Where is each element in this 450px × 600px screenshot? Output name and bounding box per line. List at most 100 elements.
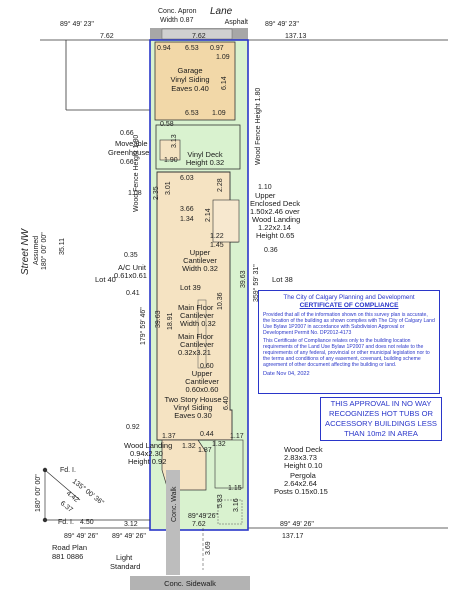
lane-label: Lane [210, 6, 233, 17]
lot-40: Lot 40 [95, 275, 116, 284]
dim-west-total: 35.11 [59, 238, 66, 255]
apron-line2: Width 0.87 [160, 17, 194, 24]
dim-front-b: 0.44 [200, 431, 214, 438]
upper-cant-2-l2: Cantilever [185, 377, 219, 386]
dim-bottom-width: 7.62 [192, 521, 206, 528]
offset-066b: 0.66 [120, 159, 134, 166]
dim-house-b: 10.36 [217, 292, 224, 310]
greenhouse [159, 139, 181, 161]
approval-notice: THIS APPROVAL IN NO WAY RECOGNIZES HOT T… [320, 397, 442, 441]
lot-38: Lot 38 [272, 275, 293, 284]
wood-deck-label-2: 2.83x3.73 [284, 453, 317, 462]
certificate-of-compliance: The City of Calgary Planning and Develop… [258, 290, 440, 394]
main-floor-cantilever [197, 299, 207, 369]
landing-label-1: Wood Landing [124, 441, 172, 450]
conc-sidewalk [130, 576, 250, 590]
vinyl-deck-label-2: Height 0.32 [186, 158, 224, 167]
cert-para-2: This Certificate of Compliance relates o… [263, 337, 430, 369]
bearing-bottom-right: 89° 49' 26" [280, 520, 314, 528]
main-cant-2-l1: Main Floor [178, 332, 214, 341]
dim-front-d: 1.87 [198, 447, 212, 454]
dim-front-e: 1.32 [212, 441, 226, 448]
dim-cant-c: 2.14 [205, 208, 212, 222]
dim-deck-width: 1.90 [164, 157, 178, 164]
apron-line1: Conc. Apron [158, 8, 197, 15]
asphalt-label: Asphalt [225, 19, 248, 26]
house-label-2: Vinyl Siding [173, 403, 212, 412]
dim-wall-c: 2.28 [217, 178, 224, 192]
dim-bottom-left: 3.12 [124, 521, 138, 528]
dim-garage-right-top: 0.97 [210, 45, 224, 52]
main-cant-1-l3: Width 0.32 [180, 319, 216, 328]
cert-title: CERTIFICATE OF COMPLIANCE [299, 301, 399, 309]
dim-wall-a: 2.35 [153, 186, 160, 200]
dim-cant-small: 0.60 [200, 363, 214, 370]
bearing-bottom-center: 89°49'26" [188, 512, 218, 520]
wood-deck [214, 439, 244, 489]
ac-label-1: A/C Unit [118, 263, 147, 272]
greenhouse-label-2: Greenhouse [108, 148, 149, 157]
lot-39: Lot 39 [180, 283, 201, 292]
dim-top-width: 7.62 [192, 33, 206, 40]
fd-dim-450: 4.50 [80, 519, 94, 526]
dim-top-left: 7.62 [100, 33, 114, 40]
fence-right-top: Wood Fence Height 1.80 [255, 88, 262, 165]
main-cant-2-l3: 0.32x3.21 [178, 348, 211, 357]
bearing-top-left: 89° 49' 23" [60, 20, 94, 28]
offset-108: 1.08 [128, 190, 142, 197]
dim-garage-left: 0.94 [157, 45, 171, 52]
dim-garage-side: 6.14 [221, 76, 228, 90]
upper-deck-label-5: 1.22x2.14 [258, 223, 291, 232]
lot-boundary [149, 39, 249, 531]
dim-house-a: 18.91 [167, 312, 174, 330]
cert-header: The City of Calgary Planning and Develop… [283, 294, 415, 301]
main-cant-1-l2: Cantilever [180, 311, 214, 320]
greenhouse-label-1: Moveable [115, 139, 148, 148]
dim-upper-a: 1.22 [210, 233, 224, 240]
offset-036: 0.36 [264, 247, 278, 254]
landing-label-2: 0.94x2.30 [130, 449, 163, 458]
landing-label-3: Height 0.92 [128, 457, 166, 466]
upper-cant-label-1: Upper [190, 248, 211, 257]
upper-enclosed-deck [212, 199, 240, 243]
sidewalk-label: Conc. Sidewalk [164, 579, 216, 588]
garage [154, 41, 236, 121]
offset-066a: 0.66 [120, 130, 134, 137]
upper-deck-label-6: Height 0.65 [256, 231, 294, 240]
dim-rear-a: 5.83 [217, 494, 224, 508]
garage-label-3: Eaves 0.40 [171, 84, 209, 93]
dim-rear-b: 3.16 [233, 498, 240, 512]
offset-035: 0.35 [124, 252, 138, 259]
dim-upper-b: 1.45 [210, 242, 224, 249]
fd-iron-1 [42, 467, 48, 473]
dim-front-c: 1.32 [182, 443, 196, 450]
wood-deck-label-3: Height 0.10 [284, 461, 322, 470]
light-standard-1: Light [116, 553, 133, 562]
pergola-label-3: Posts 0.15x0.15 [274, 487, 328, 496]
fence-left: Wood Fence Height 1.80 [133, 135, 140, 212]
upper-deck-label-1: Upper [255, 191, 276, 200]
conc-walk-outside [166, 530, 180, 575]
upper-cant-label-2: Cantilever [183, 256, 217, 265]
garage-label-2: Vinyl Siding [170, 75, 209, 84]
upper-deck-label-2: Enclosed Deck [250, 199, 300, 208]
offset-092: 0.92 [126, 424, 140, 431]
dim-garage-right-upper: 1.09 [216, 54, 230, 61]
bearing-top-right: 89° 49' 23" [265, 20, 299, 28]
house-label-1: Two Story House [164, 395, 221, 404]
dim-deck-left: 3.13 [171, 134, 178, 148]
street-bearing: 180° 00' 00" [40, 232, 48, 270]
bearing-east: 359° 59' 31" [252, 264, 260, 302]
vinyl-deck-label-1: Vinyl Deck [187, 150, 223, 159]
dim-cant-b: 1.34 [180, 216, 194, 223]
dim-east-lot: 39.63 [240, 270, 247, 288]
garage-label-1: Garage [177, 66, 202, 75]
dim-bottom-right: 137.17 [282, 533, 304, 540]
dim-front-f: 1.17 [230, 433, 244, 440]
offset-110: 1.10 [258, 184, 272, 191]
dim-deck-bottom: 6.03 [180, 175, 194, 182]
light-standard-2: Standard [110, 562, 140, 571]
upper-cant-2-l1: Upper [192, 369, 213, 378]
main-cant-2-l2: Cantilever [180, 340, 214, 349]
